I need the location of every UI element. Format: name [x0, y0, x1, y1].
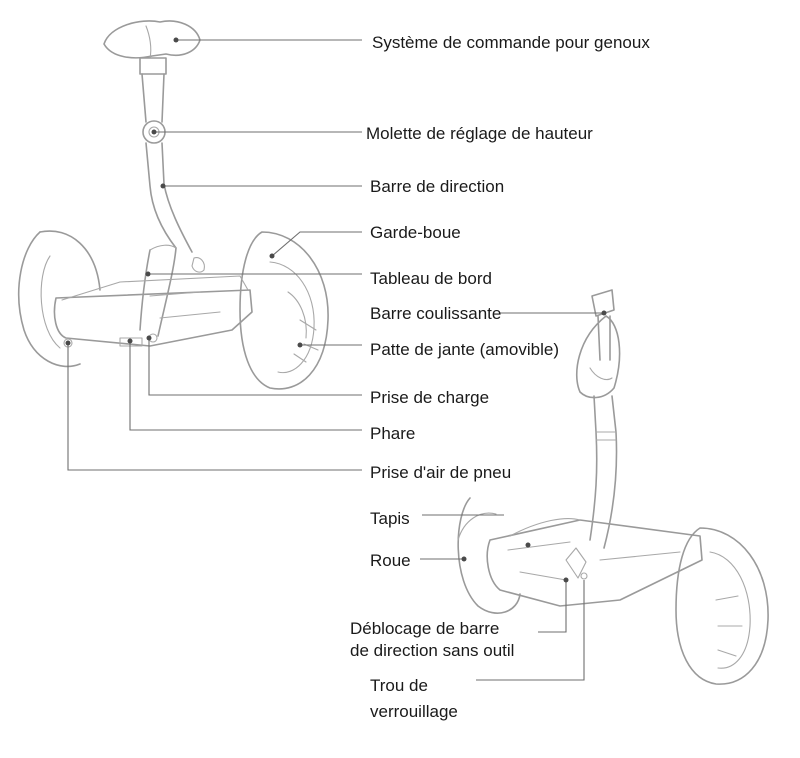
label-wheel: Roue [370, 551, 411, 570]
label-steering-bar: Barre de direction [370, 177, 505, 196]
label-rim-tab: Patte de jante (amovible) [370, 340, 559, 359]
label-height-knob: Molette de réglage de hauteur [366, 124, 593, 143]
label-tire-valve: Prise d'air de pneu [370, 463, 512, 482]
label-dashboard: Tableau de bord [370, 269, 492, 288]
front-view-scooter [18, 20, 329, 390]
label-toolless-release-line2: de direction sans outil [350, 641, 515, 660]
label-toolless-release-line1: Déblocage de barre [350, 619, 500, 638]
label-lock-hole-line2: verrouillage [370, 702, 458, 721]
side-view-scooter [457, 289, 769, 685]
label-fender: Garde-boue [370, 223, 461, 242]
leader-lines [65, 37, 607, 681]
label-mat: Tapis [370, 509, 410, 528]
label-toolless-release: Déblocage de barre de direction sans out… [350, 618, 514, 662]
label-sliding-bar: Barre coulissante [370, 304, 502, 323]
label-headlight: Phare [370, 424, 416, 443]
label-charge-port: Prise de charge [370, 388, 490, 407]
label-lock-hole: Trou de verrouillage [370, 673, 458, 725]
label-knee-control: Système de commande pour genoux [372, 33, 650, 52]
label-lock-hole-line1: Trou de [370, 676, 428, 695]
